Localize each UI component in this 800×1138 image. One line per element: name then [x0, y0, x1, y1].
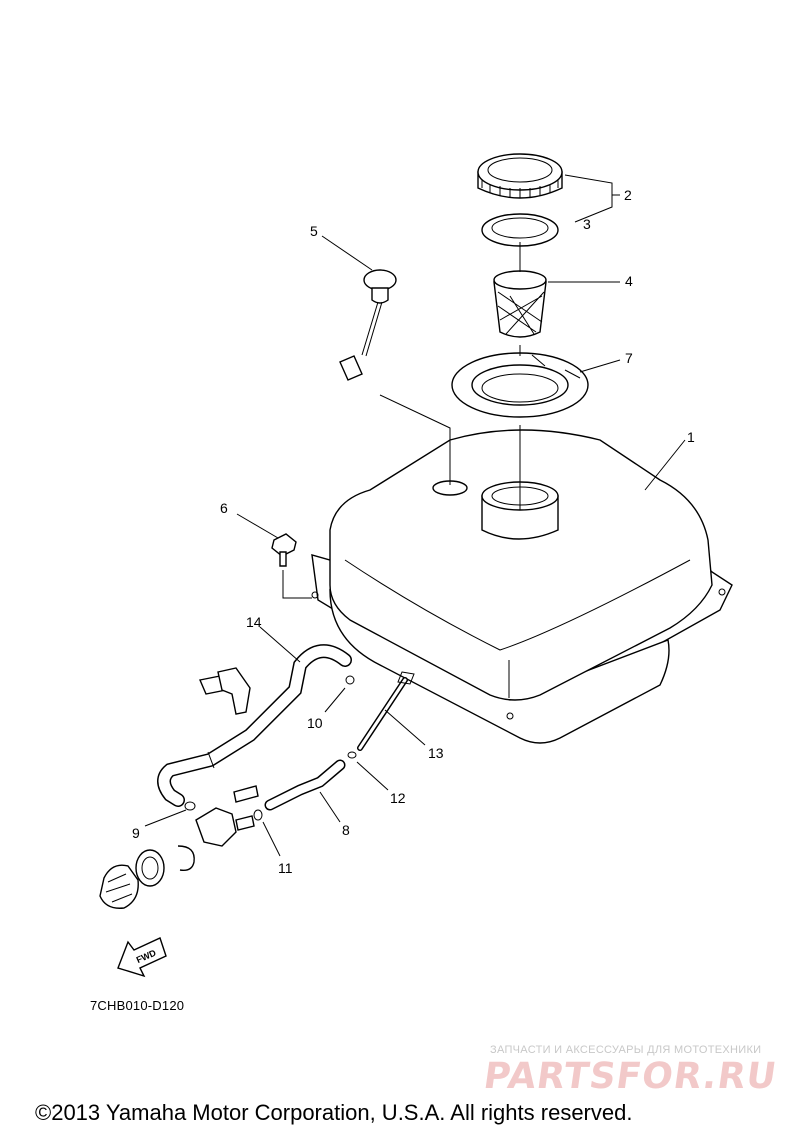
fuel-cock-assembly[interactable]	[99, 667, 259, 909]
forward-direction-arrow: FWD	[117, 937, 167, 978]
fuel-cap[interactable]	[477, 153, 563, 199]
cap-gasket[interactable]	[481, 213, 559, 247]
bolt[interactable]	[271, 533, 297, 567]
drain-pipe[interactable]	[357, 671, 415, 751]
watermark-logo: PARTSFOR.RU	[481, 1056, 780, 1097]
filler-ring[interactable]	[451, 352, 589, 418]
callout-4: 4	[625, 273, 633, 289]
callout-8: 8	[342, 822, 350, 838]
leader-lines	[144, 174, 686, 857]
callout-14: 14	[246, 614, 262, 630]
hose-clip-10[interactable]	[345, 675, 355, 685]
callout-2: 2	[624, 187, 632, 203]
hose-clip-11[interactable]	[253, 809, 263, 821]
hose-clip-12[interactable]	[347, 751, 357, 759]
vent-hose[interactable]	[264, 759, 346, 811]
callout-10: 10	[307, 715, 323, 731]
callout-labels: 1 2 3 4 5 6 7 8 9 10 11 12 13 14	[132, 187, 695, 876]
fuel-hose[interactable]	[157, 644, 352, 807]
callout-6: 6	[220, 500, 228, 516]
diagram-code: 7CHB010-D120	[90, 998, 185, 1013]
fuel-gauge[interactable]	[339, 269, 397, 381]
callout-12: 12	[390, 790, 406, 806]
callout-11: 11	[278, 860, 293, 876]
callout-7: 7	[625, 350, 633, 366]
callout-13: 13	[428, 745, 444, 761]
callout-3: 3	[583, 216, 591, 232]
hose-clip-9[interactable]	[184, 801, 196, 811]
copyright-notice: ©2013 Yamaha Motor Corporation, U.S.A. A…	[35, 1100, 633, 1125]
assembly-lines	[282, 242, 521, 599]
watermark-tagline: ЗАПЧАСТИ И АКСЕССУАРЫ ДЛЯ МОТОТЕХНИКИ	[490, 1044, 762, 1056]
callout-1: 1	[687, 429, 695, 445]
callout-9: 9	[132, 825, 140, 841]
callout-5: 5	[310, 223, 318, 239]
fuel-tank[interactable]	[311, 429, 733, 744]
fuel-strainer[interactable]	[493, 270, 547, 338]
